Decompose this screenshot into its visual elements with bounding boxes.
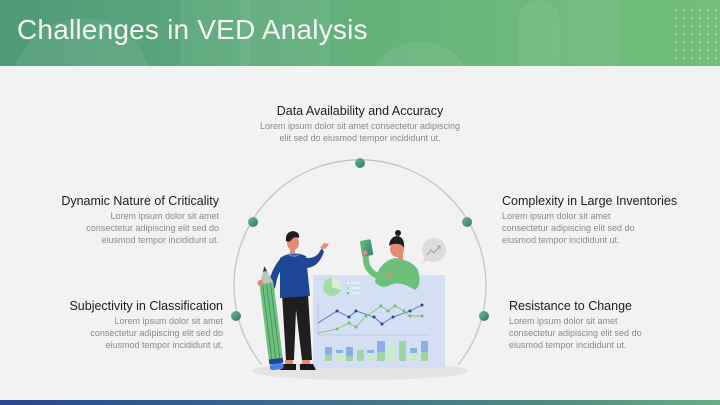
description-line: eiusmod tempor incididunt ut. <box>105 340 223 351</box>
challenge-title: Subjectivity in Classification <box>69 299 223 313</box>
description-line: eiusmod tempor incididunt ut. <box>509 340 627 351</box>
footer-gradient-bar <box>0 400 720 405</box>
header-decoration <box>240 0 330 66</box>
description-line: elit sed do eiusmod tempor incididunt ut… <box>279 133 441 144</box>
arc-dot-top <box>355 158 365 168</box>
man-presenting-icon <box>268 231 329 370</box>
arc-dot-upper-right <box>462 217 472 227</box>
challenge-description: Lorem ipsum dolor sit amet consectetur a… <box>20 210 219 247</box>
description-line: eiusmod tempor incididunt ut. <box>502 235 620 246</box>
challenge-description: Lorem ipsum dolor sit amet consectetur a… <box>502 210 712 247</box>
challenge-dynamic-nature: Dynamic Nature of Criticality Lorem ipsu… <box>20 194 219 247</box>
description-line: consectetur adipiscing elit sed do <box>502 223 635 234</box>
arc-dot-lower-left <box>231 311 241 321</box>
challenge-description: Lorem ipsum dolor sit amet consectetur a… <box>20 315 223 352</box>
woman-with-tablet-icon <box>359 230 420 290</box>
arc-dot-lower-right <box>479 311 489 321</box>
description-line: consectetur adipiscing elit sed do <box>86 223 219 234</box>
description-line: eiusmod tempor incididunt ut. <box>101 235 219 246</box>
description-line: Lorem ipsum dolor sit amet consectetur a… <box>259 121 461 131</box>
challenge-complexity: Complexity in Large Inventories Lorem ip… <box>502 194 712 247</box>
challenge-title: Dynamic Nature of Criticality <box>61 194 219 208</box>
challenge-resistance: Resistance to Change Lorem ipsum dolor s… <box>509 299 709 352</box>
header-decoration <box>560 0 620 66</box>
dot-grid-decoration <box>672 6 720 64</box>
description-line: Lorem ipsum dolor sit amet <box>509 316 618 326</box>
challenge-description: Lorem ipsum dolor sit amet consectetur a… <box>509 315 709 352</box>
challenge-description: Lorem ipsum dolor sit amet consectetur a… <box>220 120 500 144</box>
challenge-title: Resistance to Change <box>509 299 632 313</box>
challenge-data-availability: Data Availability and Accuracy Lorem ips… <box>220 104 500 144</box>
page-title: Challenges in VED Analysis <box>17 14 368 45</box>
chart-board-icon <box>313 275 445 368</box>
description-line: Lorem ipsum dolor sit amet <box>110 211 219 221</box>
pencil-icon <box>257 266 284 371</box>
challenge-subjectivity: Subjectivity in Classification Lorem ips… <box>20 299 223 352</box>
challenge-title: Data Availability and Accuracy <box>276 104 444 118</box>
header-decoration <box>518 0 560 66</box>
description-line: Lorem ipsum dolor sit amet <box>502 211 611 221</box>
trend-speech-bubble-icon <box>421 238 446 264</box>
header-banner: Challenges in VED Analysis <box>0 0 720 66</box>
description-line: consectetur adipiscing elit sed do <box>509 328 642 339</box>
challenge-title: Complexity in Large Inventories <box>502 194 678 208</box>
header-decoration <box>180 0 250 66</box>
arc-dot-upper-left <box>248 217 258 227</box>
description-line: Lorem ipsum dolor sit amet <box>114 316 223 326</box>
description-line: consectetur adipiscing elit sed do <box>90 328 223 339</box>
